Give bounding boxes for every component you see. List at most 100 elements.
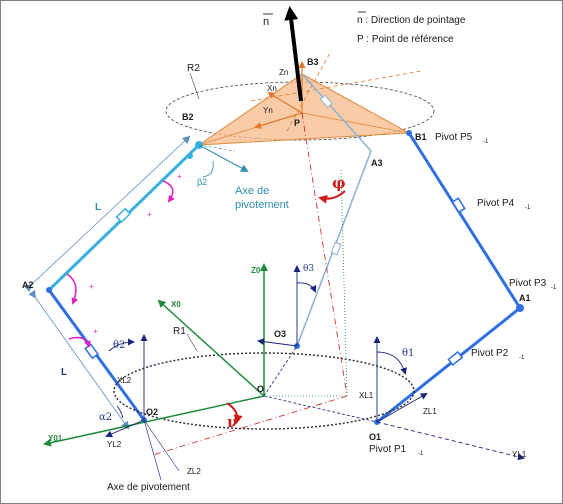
label-o1: O1 bbox=[369, 432, 381, 442]
label-x0: X0 bbox=[171, 300, 181, 309]
label-pivot-p1-sub: -1 bbox=[418, 451, 424, 457]
nu-line bbox=[152, 395, 348, 456]
plus-b2: + bbox=[177, 172, 182, 181]
axe-top-line2: pivotement bbox=[235, 199, 289, 211]
label-pivot-p3-sub: -1 bbox=[551, 285, 557, 291]
leg3-prismatic-lower bbox=[330, 241, 342, 256]
label-nu: ν bbox=[227, 413, 237, 431]
zl2-axis bbox=[143, 419, 180, 472]
platform-circle-r2 bbox=[165, 81, 435, 141]
plus-o2: + bbox=[93, 327, 98, 336]
label-zl1: ZL1 bbox=[423, 407, 437, 416]
phi-line-p-projection bbox=[301, 112, 348, 397]
label-o3: O3 bbox=[274, 329, 286, 339]
leg2-prismatic-joint-upper bbox=[115, 207, 132, 224]
vertical-dotted-phi bbox=[340, 168, 348, 397]
platform-line-p-b1 bbox=[301, 112, 410, 134]
r2-leader bbox=[189, 72, 200, 100]
label-b1: B1 bbox=[415, 132, 427, 142]
alpha2-arc bbox=[116, 405, 124, 419]
b2-guide-dashed bbox=[198, 144, 236, 152]
label-b3: B3 bbox=[307, 57, 319, 67]
plus-b2-2: + bbox=[147, 210, 152, 219]
rotation-arrow-o2 bbox=[68, 336, 91, 348]
label-theta3: θ3 bbox=[303, 264, 314, 274]
label-axe-pivot-bottom: Axe de pivotement bbox=[107, 482, 190, 493]
x0-axis bbox=[157, 299, 265, 397]
leg2-prismatic-joint-lower bbox=[84, 343, 100, 360]
label-p: P bbox=[294, 118, 300, 128]
label-l-lower: L bbox=[61, 367, 67, 378]
label-r2: R2 bbox=[187, 63, 200, 74]
yl2-axis bbox=[105, 419, 145, 438]
label-yn: Yn bbox=[263, 106, 273, 115]
label-a3: A3 bbox=[371, 158, 383, 168]
label-zn: Zn bbox=[279, 68, 288, 77]
label-o: O bbox=[257, 384, 264, 394]
axe-top-line1: Axe de bbox=[235, 185, 269, 197]
o-o1-line bbox=[263, 395, 378, 423]
label-yl1: YL1 bbox=[512, 450, 527, 459]
theta3-arc bbox=[296, 282, 317, 293]
label-pivot-p1: Pivot P1 bbox=[369, 444, 407, 455]
leg1-lower-link bbox=[376, 306, 521, 424]
label-pivot-p3: Pivot P3 bbox=[509, 278, 547, 289]
leg1-prismatic-joint-upper bbox=[451, 197, 466, 214]
label-b2: B2 bbox=[182, 112, 194, 122]
pivot-axis-top-arrow bbox=[198, 144, 249, 172]
moving-platform-triangle bbox=[197, 73, 411, 146]
platform-dashed-axis-2 bbox=[286, 50, 332, 132]
label-pivot-p4-sub: -1 bbox=[525, 205, 531, 211]
rotation-arrow-b2 bbox=[162, 180, 175, 203]
label-alpha2: α2 bbox=[99, 412, 112, 423]
label-phi: φ bbox=[332, 174, 346, 192]
joint-a2 bbox=[46, 287, 52, 293]
leg1-upper-link bbox=[407, 132, 522, 309]
nu-arrow bbox=[226, 402, 243, 424]
o3-horizontal-axis bbox=[257, 338, 298, 347]
joint-b2-pivot bbox=[187, 153, 193, 159]
label-pivot-p5-sub: -1 bbox=[483, 139, 489, 145]
label-yl2: YL2 bbox=[107, 440, 122, 449]
plus-a2: + bbox=[89, 282, 94, 291]
leg1-prismatic-joint-lower bbox=[447, 350, 464, 366]
yn-axis bbox=[254, 112, 303, 129]
base-circle-r1 bbox=[113, 352, 415, 430]
label-y01: Y01 bbox=[48, 434, 63, 443]
pivot-axis-bottom-line bbox=[143, 419, 162, 481]
joint-a1 bbox=[516, 304, 524, 312]
label-beta2: β2 bbox=[197, 177, 207, 187]
label-a1: A1 bbox=[519, 293, 531, 303]
platform-dashed-axis-1 bbox=[250, 70, 422, 102]
label-theta1: θ1 bbox=[402, 348, 414, 359]
legend-n-text: n : Direction de pointage bbox=[357, 15, 466, 26]
rotation-arrow-a2 bbox=[66, 273, 79, 305]
label-theta2: θ2 bbox=[113, 340, 125, 351]
r1-leader bbox=[186, 333, 198, 352]
legend: n : Direction de pointage P : Point de r… bbox=[357, 11, 466, 45]
label-n: n bbox=[263, 16, 269, 28]
joint-b1 bbox=[406, 130, 412, 136]
label-xl1: XL1 bbox=[359, 391, 374, 400]
label-z0: Z0 bbox=[251, 266, 261, 275]
label-pivot-p2-sub: -1 bbox=[519, 355, 525, 361]
label-r1: R1 bbox=[173, 326, 186, 337]
xn-axis bbox=[267, 91, 303, 114]
pointing-vector-n bbox=[284, 6, 303, 102]
label-a2: A2 bbox=[22, 280, 34, 290]
legend-p-text: P : Point de référence bbox=[357, 34, 454, 45]
theta1-arc bbox=[376, 351, 407, 375]
label-pivot-p4: Pivot P4 bbox=[477, 198, 515, 209]
length-l-upper-dimension bbox=[23, 135, 191, 293]
label-zl2: ZL2 bbox=[187, 467, 201, 476]
length-l-lower-dimension bbox=[28, 289, 130, 430]
label-xl2: XL2 bbox=[117, 376, 132, 385]
label-xn: Xn bbox=[267, 84, 277, 93]
leg3-upper-link bbox=[301, 73, 372, 152]
phi-arrow bbox=[318, 190, 346, 204]
label-l-upper: L bbox=[95, 202, 101, 213]
label-pivot-p5: Pivot P5 bbox=[435, 132, 473, 143]
leg3-prismatic-upper bbox=[319, 94, 333, 109]
